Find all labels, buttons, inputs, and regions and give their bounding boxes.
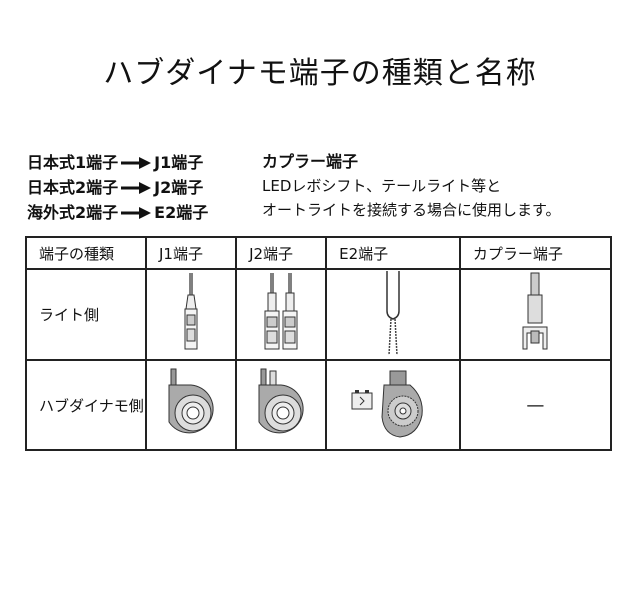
mapping-row: 海外式2端子 E2端子 (27, 200, 208, 225)
mapping-from: 日本式2端子 (27, 178, 119, 197)
table-header: J2端子 (235, 236, 328, 270)
table-row: ハブダイナモ側 — (25, 359, 613, 451)
row-label: ライト側 (25, 268, 147, 361)
coupler-description-line: オートライトを接続する場合に使用します。 (262, 201, 561, 219)
row-label: ハブダイナモ側 (25, 359, 147, 451)
mapping-to: E2端子 (154, 203, 209, 222)
coupler-description-line: LEDレボシフト、テールライト等と (262, 177, 502, 195)
table-row: ライト側 (25, 268, 613, 361)
mapping-to: J1端子 (154, 153, 204, 172)
table-header: 端子の種類 (25, 236, 147, 270)
not-applicable-dash: — (458, 359, 613, 451)
coupler-heading: カプラー端子 (262, 152, 359, 171)
table-header-row: 端子の種類 J1端子 J2端子 E2端子 カプラー端子 (25, 236, 613, 270)
mapping-from: 日本式1端子 (27, 153, 119, 172)
j1-hub-terminal-image (144, 359, 238, 451)
table-header: J1端子 (144, 236, 238, 270)
table-header: カプラー端子 (458, 236, 613, 270)
arrow-right-icon (121, 206, 152, 219)
mapping-row: 日本式1端子 J1端子 (27, 150, 208, 175)
arrow-right-icon (121, 181, 152, 194)
terminal-table: 端子の種類 J1端子 J2端子 E2端子 カプラー端子 ライト側 ハブダイナモ側 (25, 236, 613, 451)
j2-hub-terminal-image (235, 359, 328, 451)
coupler-note: カプラー端子 LEDレボシフト、テールライト等と オートライトを接続する場合に使… (262, 150, 561, 222)
terminal-name-mapping: 日本式1端子 J1端子 日本式2端子 J2端子 海外式2端子 E2端子 (27, 150, 208, 225)
e2-light-wire-image (325, 268, 461, 361)
j1-light-connector-image (144, 268, 238, 361)
coupler-light-connector-image (458, 268, 613, 361)
page-title: ハブダイナモ端子の種類と名称 (103, 56, 537, 91)
arrow-right-icon (121, 156, 152, 169)
mapping-to: J2端子 (154, 178, 204, 197)
table-header: E2端子 (325, 236, 461, 270)
e2-hub-terminal-image (325, 359, 461, 451)
mapping-row: 日本式2端子 J2端子 (27, 175, 208, 200)
j2-light-connector-image (235, 268, 328, 361)
mapping-from: 海外式2端子 (27, 203, 119, 222)
